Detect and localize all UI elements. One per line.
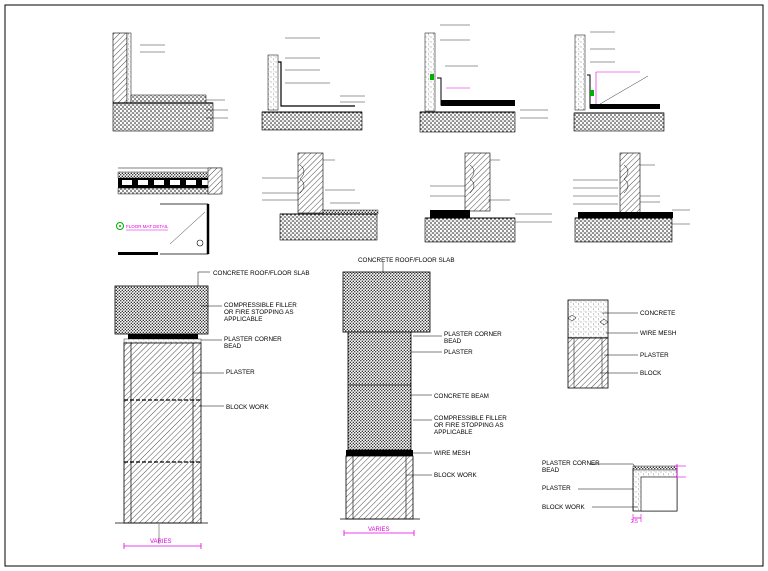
- left-label-roof: CONCRETE ROOF/FLOOR SLAB: [213, 270, 310, 277]
- detail-corner: 2.5 PLASTER CORNER BEAD PLASTER BLOCK WO…: [542, 460, 686, 525]
- detail-right: CONCRETE WIRE MESH PLASTER BLOCK: [567, 299, 677, 389]
- left-label-plaster: PLASTER: [226, 369, 255, 376]
- detail-a4: [573, 31, 665, 132]
- right-label-mesh: WIRE MESH: [640, 330, 677, 337]
- left-label-bead-2: BEAD: [224, 343, 242, 350]
- middle-label-roof: CONCRETE ROOF/FLOOR SLAB: [358, 257, 455, 264]
- middle-label-filler-3: APPLICABLE: [434, 429, 473, 436]
- corner-label-block: BLOCK WORK: [542, 504, 585, 511]
- detail-a3: [419, 24, 548, 133]
- left-label-filler-2: OR FIRE STOPPING AS: [224, 309, 294, 316]
- middle-label-bead-1: PLASTER CORNER: [444, 331, 502, 338]
- detail-b3: [424, 152, 552, 243]
- detail-a1: [112, 32, 228, 132]
- middle-block-wall: [345, 455, 414, 520]
- corner-label-plaster: PLASTER: [542, 485, 571, 492]
- detail-middle: CONCRETE ROOF/FLOOR SLAB PLASTER CORNER …: [340, 257, 507, 536]
- right-concrete: [567, 299, 609, 339]
- middle-label-block: BLOCK WORK: [434, 472, 477, 479]
- middle-beam: [347, 331, 412, 451]
- detail-left: CONCRETE ROOF/FLOOR SLAB COMPRESSIBLE FI…: [114, 270, 310, 549]
- left-filler: [128, 334, 198, 339]
- left-label-block: BLOCK WORK: [226, 404, 269, 411]
- detail-b4: [573, 152, 690, 243]
- floor-mat-title: FLOOR MAT DETAIL: [126, 224, 169, 229]
- middle-label-bead-2: BEAD: [444, 338, 462, 345]
- detail-b2: [262, 152, 379, 241]
- right-label-plaster: PLASTER: [640, 352, 669, 359]
- sheet-border: [4, 4, 764, 567]
- corner-dim: 2.5: [631, 519, 638, 525]
- right-label-concrete: CONCRETE: [640, 310, 675, 317]
- middle-label-mesh: WIRE MESH: [434, 450, 471, 457]
- left-roof-slab: [114, 285, 209, 335]
- detail-a2: [261, 37, 365, 131]
- left-block-wall: [123, 342, 202, 524]
- middle-label-filler-2: OR FIRE STOPPING AS: [434, 422, 504, 429]
- right-label-block: BLOCK: [640, 370, 662, 377]
- detail-floor-mat: FLOOR MAT DETAIL: [116, 167, 223, 255]
- left-label-filler-1: COMPRESSIBLE FILLER: [224, 302, 297, 309]
- right-block: [567, 337, 609, 389]
- middle-label-filler-1: COMPRESSIBLE FILLER: [434, 415, 507, 422]
- left-label-filler-3: APPLICABLE: [224, 316, 263, 323]
- middle-roof-slab: [342, 271, 431, 333]
- corner-label-bead-2: BEAD: [542, 467, 560, 474]
- middle-filler: [346, 450, 413, 456]
- middle-label-plaster: PLASTER: [444, 349, 473, 356]
- middle-label-beam: CONCRETE BEAM: [434, 393, 489, 400]
- corner-label-bead-1: PLASTER CORNER: [542, 460, 600, 467]
- middle-dim-varies: VARIES: [368, 527, 390, 533]
- left-dim-varies: VARIES: [150, 539, 172, 545]
- left-label-bead-1: PLASTER CORNER: [224, 336, 282, 343]
